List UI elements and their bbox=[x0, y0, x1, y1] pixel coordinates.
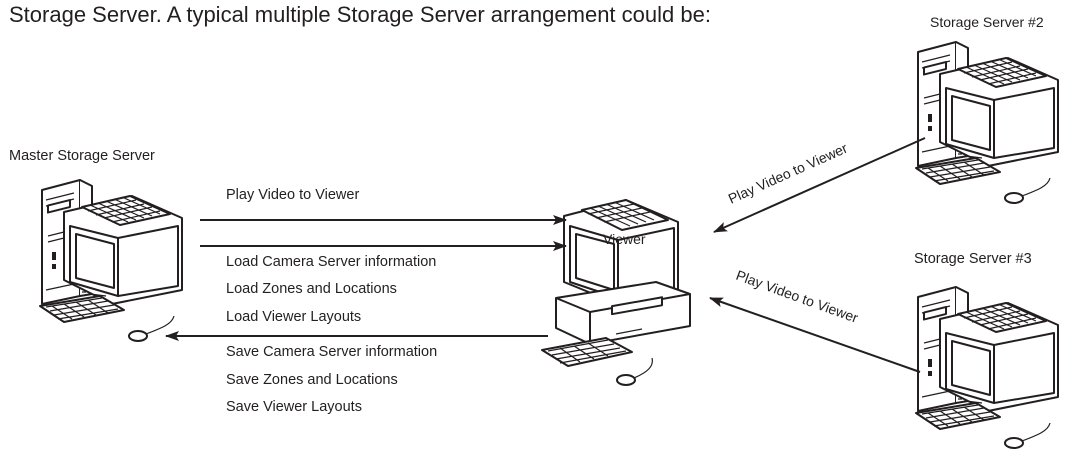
play-video-label-server3: Play Video to Viewer bbox=[734, 267, 861, 326]
save-viewer-layouts-label: Save Viewer Layouts bbox=[226, 399, 362, 415]
load-viewer-layouts-label: Load Viewer Layouts bbox=[226, 309, 362, 325]
arrow-server3-to-viewer bbox=[709, 297, 921, 373]
page-heading: Storage Server. A typical multiple Stora… bbox=[9, 2, 711, 27]
load-camera-server-label: Load Camera Server information bbox=[226, 254, 437, 270]
storage-server-3-label: Storage Server #3 bbox=[914, 251, 1032, 267]
storage-server-2-label: Storage Server #2 bbox=[930, 14, 1044, 30]
storage-server-2-computer bbox=[915, 41, 1059, 204]
load-zones-label: Load Zones and Locations bbox=[226, 281, 397, 297]
arrow-server2-to-viewer bbox=[713, 137, 926, 233]
master-storage-server-computer bbox=[39, 179, 183, 342]
storage-server-3-computer bbox=[915, 286, 1059, 449]
save-camera-server-label: Save Camera Server information bbox=[226, 344, 438, 360]
play-video-label-master: Play Video to Viewer bbox=[226, 187, 360, 203]
viewer-label: Viewer bbox=[603, 231, 646, 247]
play-video-label-server2: Play Video to Viewer bbox=[726, 140, 850, 207]
save-zones-label: Save Zones and Locations bbox=[226, 372, 398, 388]
viewer-computer bbox=[541, 199, 691, 386]
master-storage-server-label: Master Storage Server bbox=[9, 148, 155, 164]
